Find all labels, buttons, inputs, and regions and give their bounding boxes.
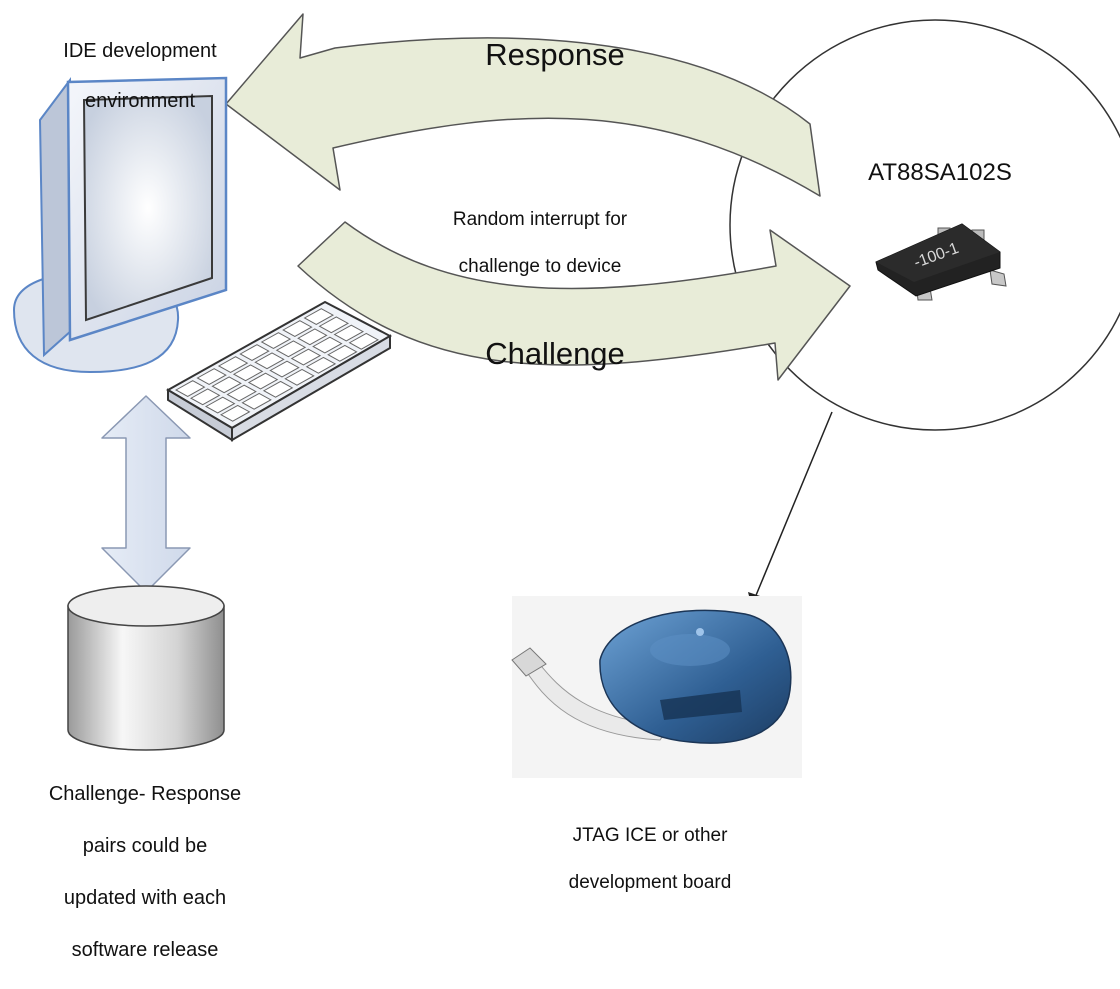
keyboard-key: [262, 380, 294, 398]
keyboard-key: [327, 344, 358, 362]
keyboard-key: [219, 404, 251, 422]
ide-label-line-2: environment: [84, 90, 196, 112]
jtag-label-line-1: JTAG ICE or other: [572, 824, 728, 846]
database-label-line-3: updated with each: [63, 887, 227, 909]
jtag-label-line-2: development board: [568, 872, 732, 894]
connector-line: [751, 411, 833, 606]
keyboard-key: [312, 336, 343, 354]
chip-name-label: AT88SA102S: [868, 159, 1012, 186]
response-label: Response: [485, 37, 625, 72]
keyboard-key: [254, 352, 285, 370]
keyboard-key: [226, 384, 257, 402]
keyboard-key: [305, 356, 337, 374]
database-cylinder-icon: [67, 585, 225, 751]
sync-double-arrow: [101, 395, 191, 593]
interrupt-label-line-2: challenge to device: [458, 256, 622, 278]
jtag-label: JTAG ICE or other development board: [520, 800, 780, 919]
interrupt-label: Random interrupt for challenge to device: [380, 184, 700, 303]
keyboard-key: [204, 396, 236, 414]
keyboard-key: [348, 332, 380, 350]
sot23-chip-icon: -100-1: [875, 223, 1007, 301]
keyboard-key: [275, 340, 307, 358]
keyboard-key: [174, 380, 206, 398]
challenge-arrow: [297, 221, 851, 381]
database-label: Challenge- Response pairs could be updat…: [10, 755, 280, 989]
keyboard-key: [269, 360, 300, 378]
keyboard-key: [297, 328, 328, 346]
device-circle: [729, 19, 1120, 431]
challenge-label: Challenge: [485, 336, 625, 371]
keyboard-key: [290, 348, 322, 366]
interrupt-label-line-1: Random interrupt for: [452, 208, 628, 230]
ide-environment-label: IDE development environment: [20, 14, 260, 139]
keyboard-key: [189, 388, 221, 406]
keyboard-key: [239, 344, 270, 362]
keyboard-key: [232, 364, 264, 382]
keyboard-key: [211, 376, 242, 394]
diagram-canvas: -100-1: [12, 13, 1120, 778]
keyboard-icon: [165, 300, 393, 442]
keyboard-key: [196, 368, 227, 386]
keyboard-key: [247, 372, 279, 390]
database-label-line-2: pairs could be: [82, 835, 208, 857]
keyboard-key: [260, 332, 292, 350]
keyboard-key: [318, 316, 350, 334]
database-label-line-4: software release: [71, 939, 219, 961]
keyboard-key: [284, 368, 315, 386]
monitor-icon: [12, 76, 228, 374]
keyboard-key: [282, 320, 313, 338]
keyboard-key: [333, 324, 365, 342]
keyboard-key: [303, 308, 335, 326]
keyboard-key: [241, 392, 272, 410]
keyboard-key: [217, 356, 249, 374]
database-label-line-1: Challenge- Response: [48, 783, 242, 805]
jtag-ice-device-icon: [511, 596, 802, 778]
ide-label-line-1: IDE development: [63, 40, 217, 62]
